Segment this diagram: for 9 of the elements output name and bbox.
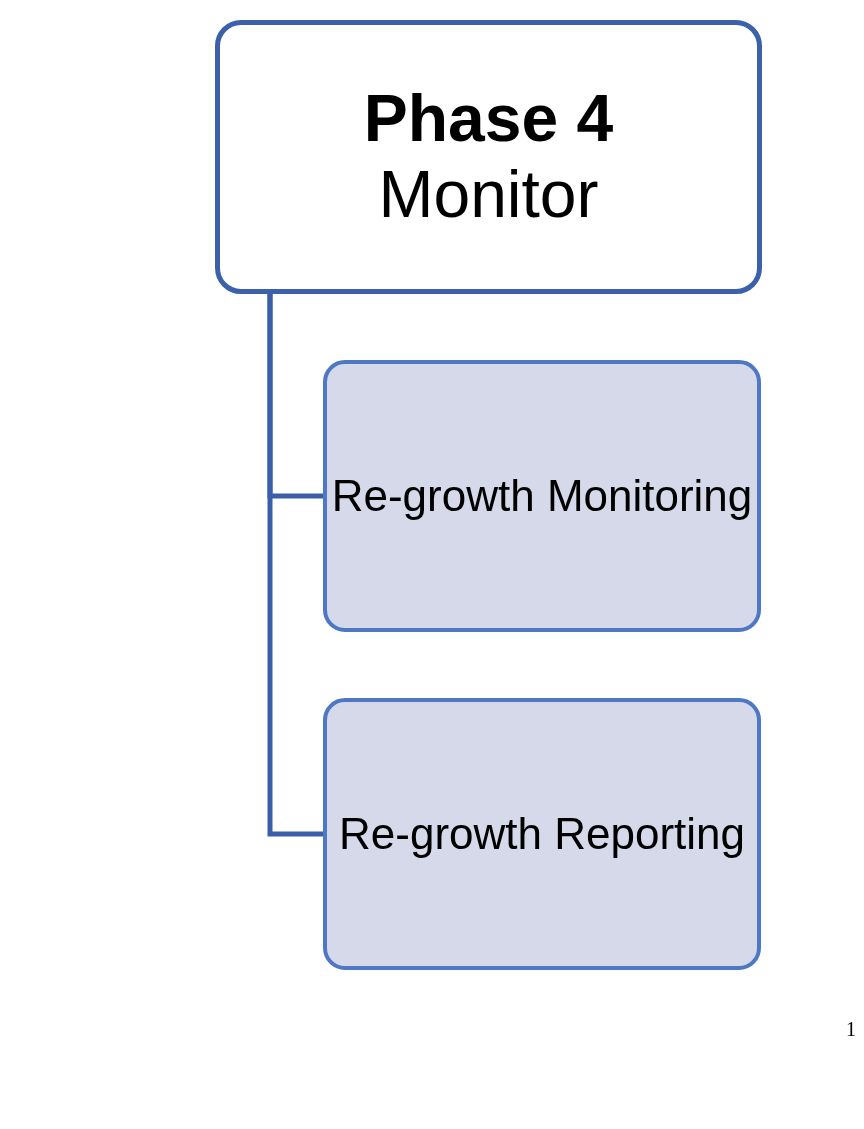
page-number: 1 — [846, 1018, 856, 1041]
task-label: Re-growth Reporting — [339, 807, 745, 860]
phase-title: Phase 4 — [363, 81, 614, 157]
task-box — [323, 360, 761, 632]
task-box — [323, 698, 761, 970]
task-label: Re-growth Monitoring — [331, 469, 753, 522]
phase-box — [215, 20, 762, 294]
phase-name: Monitor — [378, 157, 599, 233]
connector-line — [267, 294, 323, 837]
